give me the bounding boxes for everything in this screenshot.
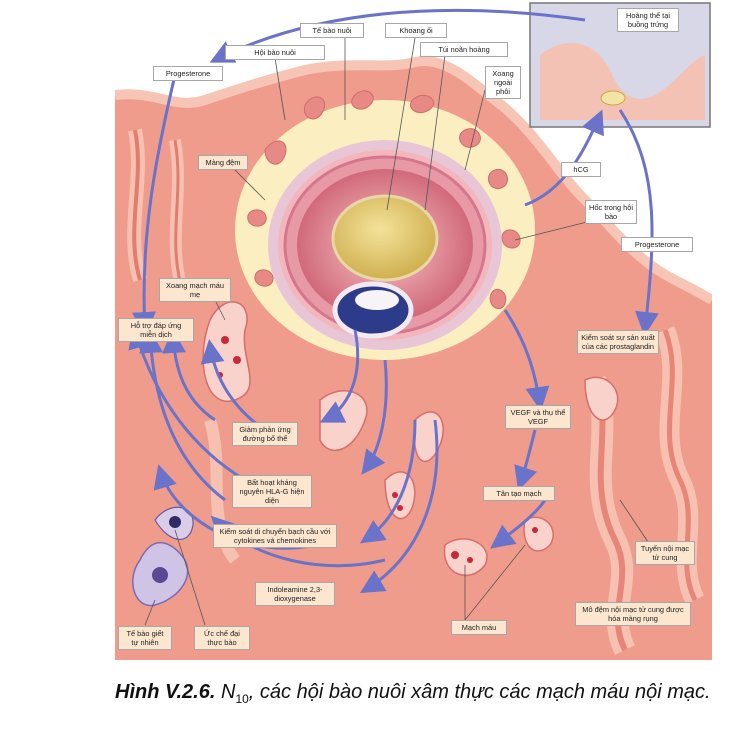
label-vegf: VEGF và thụ thể VEGF	[505, 405, 571, 429]
caption-subscript: 10	[235, 692, 249, 706]
caption-text: , các hội bào nuôi xâm thực các mạch máu…	[248, 681, 711, 703]
figure: Tế bào nuôi Khoang ối Hoàng thể tại buồn…	[115, 0, 712, 660]
label-corpus-luteum: Hoàng thể tại buồng trứng	[617, 8, 679, 32]
label-progesterone-top: Progesterone	[153, 66, 223, 81]
label-macrophage-inhibition: Ức chế đại thực bào	[194, 626, 250, 650]
label-amniotic-cavity: Khoang ối	[385, 23, 447, 38]
caption-n: N	[220, 681, 236, 703]
label-immune-support: Hỗ trợ đáp ứng miễn dịch	[118, 318, 194, 342]
label-progesterone-right: Progesterone	[621, 237, 693, 252]
label-trophoblast: Tế bào nuôi	[300, 23, 364, 38]
label-leukocyte-migration: Kiểm soát di chuyển bạch cầu với cytokin…	[213, 524, 337, 548]
label-nk-cell: Tế bào giết tự nhiên	[118, 626, 172, 650]
label-extraembryonic-coelom: Xoang ngoài phôi	[485, 66, 521, 99]
label-hla-g: Bất hoạt kháng nguyên HLA-G hiện diện	[232, 475, 312, 508]
label-yolk-sac: Túi noãn hoàng	[420, 42, 508, 57]
label-complement-reduction: Giảm phản ứng đường bổ thể	[232, 422, 298, 446]
caption-label: Hình V.2.6.	[115, 681, 216, 703]
maternal-sinus	[202, 301, 251, 403]
label-hcg: hCG	[561, 162, 601, 177]
label-prostaglandin-control: Kiểm soát sự sản xuất của các prostaglan…	[577, 330, 659, 354]
label-endometrial-gland: Tuyến nội mạc tử cung	[635, 541, 695, 565]
label-angiogenesis: Tân tạo mạch	[483, 486, 555, 501]
label-lacunae: Hốc trong hội bào	[585, 200, 637, 224]
label-blood-vessels: Mạch máu	[451, 620, 507, 635]
label-decidualized-stroma: Mô đệm nội mạc tử cung được hóa màng rụn…	[575, 602, 691, 626]
label-syncytiotrophoblast: Hội bào nuôi	[225, 45, 325, 60]
label-chorion: Màng đệm	[198, 155, 248, 170]
label-indoleamine: Indoleamine 2,3-dioxygenase	[255, 582, 335, 606]
implantation-illustration	[115, 0, 712, 660]
figure-caption: Hình V.2.6. N10, các hội bào nuôi xâm th…	[115, 675, 725, 716]
label-maternal-sinusoid: Xoang mạch máu mẹ	[159, 278, 231, 302]
yolk-sac	[331, 194, 439, 282]
